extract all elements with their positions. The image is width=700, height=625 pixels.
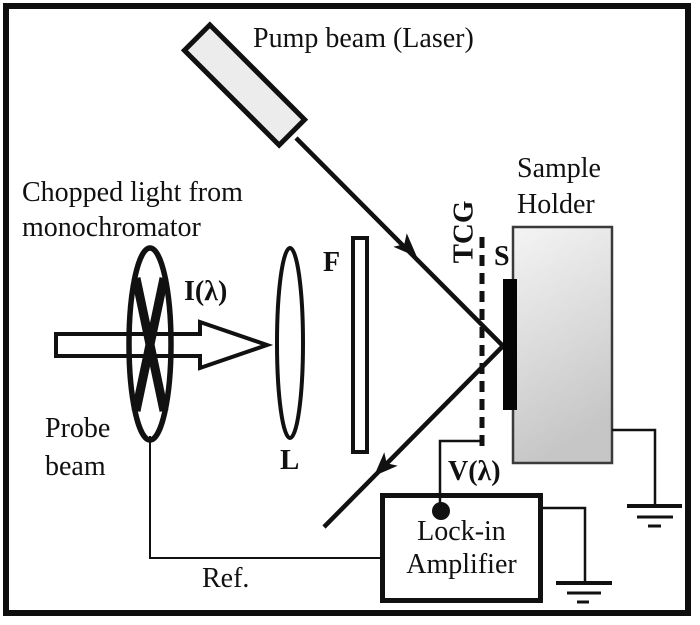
chopped-light-label: Chopped light from monochromator — [22, 175, 243, 245]
probe-beam-label: Probe beam — [45, 410, 110, 486]
sample-label: S — [494, 241, 510, 272]
probe-line1: Probe — [45, 413, 111, 444]
lockin-line2: Amplifier — [406, 549, 517, 580]
tcg-label: TCG — [447, 200, 480, 264]
voltage-label: V(λ) — [448, 456, 501, 487]
lockin-line1: Lock-in — [417, 516, 506, 547]
probe-line2: beam — [45, 451, 106, 482]
lens-label: L — [280, 444, 300, 476]
lock-in-amplifier-box: Lock-in Amplifier — [380, 493, 543, 603]
chopped-light-line2: monochromator — [22, 212, 201, 243]
sample-holder-label: Sample Holder — [517, 151, 601, 223]
filter-label: F — [323, 247, 341, 278]
pump-beam-label: Pump beam (Laser) — [253, 23, 474, 54]
sample-holder-line1: Sample — [517, 153, 601, 184]
reference-label: Ref. — [202, 563, 250, 594]
intensity-label: I(λ) — [184, 276, 228, 307]
sample-holder-line2: Holder — [517, 189, 595, 220]
chopped-light-line1: Chopped light from — [22, 177, 243, 208]
outer-frame — [3, 3, 691, 616]
